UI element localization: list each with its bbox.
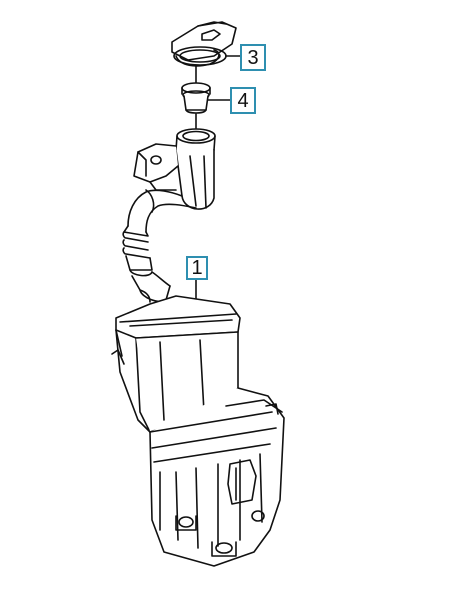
reservoir-tank-part — [111, 295, 285, 567]
filler-cap-part — [171, 21, 241, 67]
filler-neck-part — [133, 128, 216, 210]
strainer-part — [181, 82, 231, 114]
hose-part — [122, 189, 197, 303]
callout-1: 1 — [186, 256, 208, 280]
callout-3: 3 — [240, 44, 266, 71]
callout-4: 4 — [230, 87, 256, 114]
